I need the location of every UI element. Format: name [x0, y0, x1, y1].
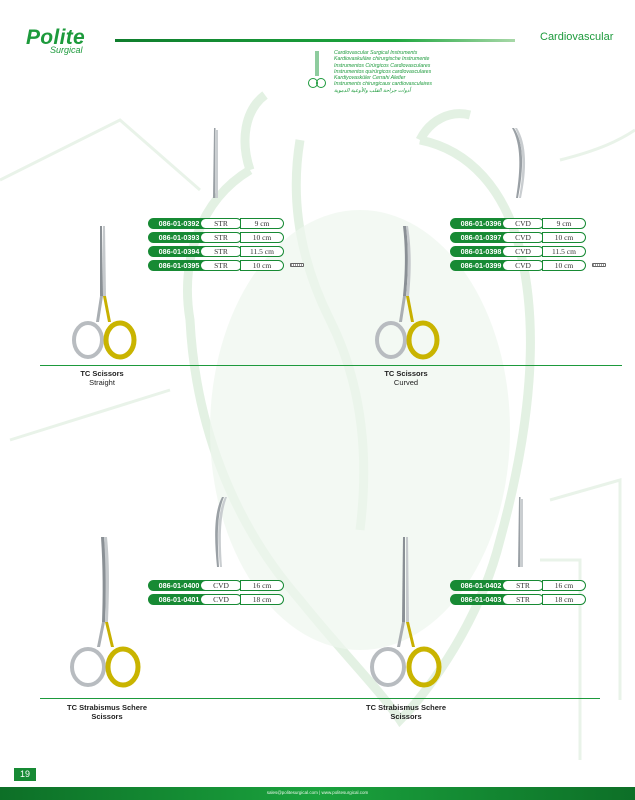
product-size: 9 cm — [240, 218, 284, 229]
product-name: TC Scissors — [384, 369, 428, 378]
product-code: 086-01-0401 — [148, 594, 210, 605]
scissors-curved-image — [375, 226, 440, 360]
ruler-icon — [290, 263, 304, 267]
product-size: 16 cm — [542, 580, 586, 591]
product-code: 086-01-0393 — [148, 232, 210, 243]
table-row: 086-01-0399 CVD 10 cm — [450, 260, 586, 271]
product-table-strabismus-cvd: 086-01-0400 CVD 16 cm 086-01-0401 CVD 18… — [148, 580, 298, 608]
product-code: 086-01-0394 — [148, 246, 210, 257]
table-row: 086-01-0394 STR 11.5 cm — [148, 246, 284, 257]
page-number: 19 — [14, 768, 36, 781]
product-caption: TC Scissors Curved — [351, 369, 461, 387]
product-code: 086-01-0400 — [148, 580, 210, 591]
product-code: 086-01-0398 — [450, 246, 512, 257]
product-type: CVD — [502, 260, 544, 271]
header-line — [115, 39, 515, 42]
product-table-tc-scissors-curved: 086-01-0396 CVD 9 cm 086-01-0397 CVD 10 … — [450, 218, 610, 274]
product-size: 18 cm — [240, 594, 284, 605]
table-row: 086-01-0396 CVD 9 cm — [450, 218, 586, 229]
scissors-straight-image — [72, 226, 137, 360]
product-type: STR — [200, 232, 242, 243]
product-size: 10 cm — [542, 260, 586, 271]
language-line: Kardiovaskuläre chirurgische Instrumente — [334, 56, 430, 63]
product-name: TC Strabismus Schere — [66, 703, 148, 712]
product-size: 18 cm — [542, 594, 586, 605]
product-name: TC Scissors — [80, 369, 124, 378]
product-code: 086-01-0395 — [148, 260, 210, 271]
product-size: 10 cm — [542, 232, 586, 243]
table-row: 086-01-0403 STR 18 cm — [450, 594, 586, 605]
product-subtitle: Curved — [393, 378, 419, 387]
product-size: 11.5 cm — [542, 246, 586, 257]
product-size: 10 cm — [240, 232, 284, 243]
strabismus-scissors-curved-image — [70, 537, 141, 688]
scissors-icon — [308, 51, 326, 88]
section-divider — [40, 365, 622, 366]
table-row: 086-01-0392 STR 9 cm — [148, 218, 284, 229]
product-type: STR — [502, 580, 544, 591]
product-subtitle: Scissors — [91, 712, 123, 721]
product-subtitle: Straight — [89, 378, 115, 387]
language-line: Cardiovascular Surgical Instruments — [334, 50, 418, 56]
scissors-tip-curved-image — [215, 497, 227, 567]
product-type: STR — [502, 594, 544, 605]
product-code: 086-01-0402 — [450, 580, 512, 591]
product-code: 086-01-0392 — [148, 218, 210, 229]
product-type: CVD — [502, 246, 544, 257]
scissors-tip-straight-image — [213, 128, 218, 198]
language-line: Kardiyovasküler Cerrahi Aletler — [334, 75, 406, 82]
table-row: 086-01-0395 STR 10 cm — [148, 260, 284, 271]
product-type: STR — [200, 246, 242, 257]
ruler-icon — [592, 263, 606, 267]
product-size: 9 cm — [542, 218, 586, 229]
language-line: Instrumentos quirúrgicos cardiovasculare… — [334, 68, 432, 75]
product-size: 10 cm — [240, 260, 284, 271]
table-row: 086-01-0400 CVD 16 cm — [148, 580, 284, 591]
brand-logo: Polite Surgical — [26, 26, 85, 55]
product-type: CVD — [200, 594, 242, 605]
table-row: 086-01-0398 CVD 11.5 cm — [450, 246, 586, 257]
product-caption: TC Strabismus Schere Scissors — [351, 703, 461, 721]
product-code: 086-01-0396 — [450, 218, 512, 229]
product-code: 086-01-0399 — [450, 260, 512, 271]
product-subtitle: Scissors — [390, 712, 422, 721]
product-type: CVD — [502, 218, 544, 229]
product-caption: TC Scissors Straight — [47, 369, 157, 387]
scissors-tip-curved-image — [512, 128, 526, 198]
product-table-strabismus-str: 086-01-0402 STR 16 cm 086-01-0403 STR 18… — [450, 580, 600, 608]
brand-name: Polite — [26, 26, 85, 49]
product-code: 086-01-0397 — [450, 232, 512, 243]
footer-bar — [0, 787, 635, 800]
footer-contact: sales@politesurgical.com | www.politesur… — [266, 790, 369, 795]
product-type: STR — [200, 260, 242, 271]
strabismus-scissors-straight-image — [370, 537, 442, 688]
language-list: Cardiovascular Surgical Instruments Kard… — [334, 50, 432, 94]
table-row: 086-01-0402 STR 16 cm — [450, 580, 586, 591]
section-divider — [40, 698, 600, 699]
table-row: 086-01-0397 CVD 10 cm — [450, 232, 586, 243]
product-size: 16 cm — [240, 580, 284, 591]
brand-sub: Surgical — [50, 45, 83, 55]
product-code: 086-01-0403 — [450, 594, 512, 605]
product-type: STR — [200, 218, 242, 229]
product-type: CVD — [200, 580, 242, 591]
language-line: أدوات جراحة القلب والأوعية الدموية — [334, 87, 411, 94]
table-row: 086-01-0393 STR 10 cm — [148, 232, 284, 243]
language-line: Instruments chirurgicaux cardiovasculair… — [334, 81, 433, 88]
product-table-tc-scissors-straight: 086-01-0392 STR 9 cm 086-01-0393 STR 10 … — [148, 218, 308, 274]
product-size: 11.5 cm — [240, 246, 284, 257]
product-caption: TC Strabismus Schere Scissors — [52, 703, 162, 721]
table-row: 086-01-0401 CVD 18 cm — [148, 594, 284, 605]
product-name: TC Strabismus Schere — [365, 703, 447, 712]
language-line: Instrumentos Cirúrgicos Cardiovasculares — [334, 62, 431, 69]
product-type: CVD — [502, 232, 544, 243]
section-title: Cardiovascular — [540, 31, 614, 43]
scissors-tip-straight-image — [518, 497, 523, 567]
